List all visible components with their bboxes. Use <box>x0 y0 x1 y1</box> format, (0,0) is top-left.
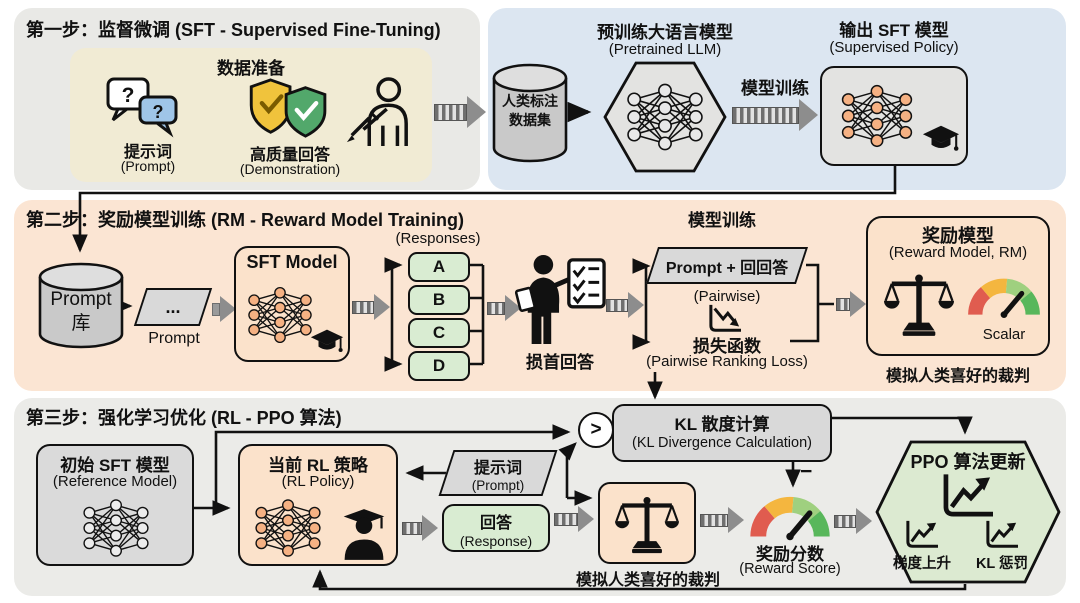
arrow-labeler-to-training <box>606 292 644 318</box>
kl-penalty-chart-icon <box>982 518 1022 550</box>
step3-title: 第三步：强化学习优化 (RL - PPO 算法) <box>26 408 342 428</box>
responses-label: (Responses) <box>395 230 481 247</box>
judge-caption: 模拟人类喜好的裁判 <box>575 572 720 589</box>
dataset-label: 人类标注 数据集 <box>502 93 558 128</box>
arrow-score-to-ppo <box>834 508 872 534</box>
comparator-circle: > <box>578 412 614 448</box>
sft-out-sub: (Supervised Policy) <box>829 39 959 56</box>
demo-sub: (Demonstration) <box>239 161 341 177</box>
kl-penalty-label: KL 惩罚 <box>975 556 1029 572</box>
sft-output-nn-icon <box>836 80 918 152</box>
pair-parallelogram: Prompt + 回回答 <box>645 247 809 284</box>
gradient-label: 梯度上升 <box>893 556 951 572</box>
sft-model-nn-icon <box>243 280 317 350</box>
arrow-response-to-judge <box>554 506 594 532</box>
prompt-parallelogram-label: Prompt <box>148 330 200 347</box>
score-label: 奖励分数 <box>756 545 824 564</box>
prompt-sub: (Prompt) <box>120 158 176 174</box>
policy-nn-icon <box>250 496 326 560</box>
rl-prompt-sub: (Prompt) <box>471 477 525 493</box>
kl-title: KL 散度计算 <box>674 415 770 434</box>
rl-prompt-label: 提示词 <box>473 459 522 477</box>
rl-prompt-parallelogram: 提示词 (Prompt) <box>438 450 558 496</box>
rm-scale-icon <box>884 266 954 342</box>
reference-nn-icon <box>78 496 154 560</box>
rm-sub: (Reward Model, RM) <box>888 244 1028 261</box>
pretrained-nn-icon <box>621 78 709 156</box>
loss-chart-icon <box>704 302 746 334</box>
score-sub: (Reward Score) <box>739 561 841 577</box>
kl-sub: (KL Divergence Calculation) <box>632 435 812 451</box>
graduation-cap-icon <box>922 124 960 154</box>
panel-pretrain <box>488 8 1066 190</box>
train-label-1: 模型训练 <box>741 79 809 98</box>
ppo-title: PPO 算法更新 <box>910 452 1026 472</box>
sft-model-cap-icon <box>310 328 344 355</box>
step2-title: 第二步：奖励模型训练 (RM - Reward Model Training) <box>26 210 465 230</box>
arrow-sft-to-pretrain <box>434 96 486 128</box>
prompt-db-cylinder-icon <box>38 262 124 350</box>
kl-divergence-box: KL 散度计算 (KL Divergence Calculation) <box>612 404 832 462</box>
judge-scale-icon <box>615 490 679 558</box>
gradient-chart-icon <box>902 518 942 550</box>
ref-title: 初始 SFT 模型 <box>60 456 170 475</box>
ref-sub: (Reference Model) <box>52 473 178 490</box>
rm-gauge-icon <box>966 270 1042 322</box>
train-label-2: 模型训练 <box>688 211 756 230</box>
dataset-cylinder-icon <box>492 62 568 164</box>
human-labeler-icon <box>514 254 608 346</box>
response-sub: (Response) <box>459 533 533 549</box>
ppo-chart-icon <box>928 470 1008 520</box>
arrow-training-to-rm <box>836 291 866 317</box>
sft-model-title: SFT Model <box>246 252 338 272</box>
response-option-b: B <box>408 285 470 315</box>
rm-caption: 模拟人类喜好的裁判 <box>885 368 1030 385</box>
llm-sub: (Pretrained LLM) <box>608 41 722 58</box>
policy-student-icon <box>340 508 388 560</box>
quality-shields-icon <box>244 78 336 140</box>
prompt-parallelogram: ... <box>133 288 213 326</box>
annotator-writing-icon <box>344 76 412 148</box>
prompt-db-label: Prompt 库 <box>50 289 112 334</box>
response-option-c: C <box>408 318 470 348</box>
loss-label: 损失函数 <box>693 337 761 356</box>
pairwise-label: (Pairwise) <box>693 288 761 305</box>
response-box: 回答 (Response) <box>442 504 550 552</box>
arrow-policy-to-response <box>402 515 438 541</box>
step1-title: 第一步：监督微调 (SFT - Supervised Fine-Tuning) <box>26 20 441 40</box>
policy-sub: (RL Policy) <box>281 473 355 490</box>
response-option-a: A <box>408 252 470 282</box>
demo-label: 高质量回答 <box>249 147 330 164</box>
minus-label: − <box>800 460 813 483</box>
arrow-sftmodel-to-responses <box>352 294 390 320</box>
arrow-responses-to-labeler <box>487 295 521 321</box>
data-prep-title: 数据准备 <box>217 59 285 78</box>
scalar-label: Scalar <box>982 326 1026 343</box>
prompt-label: 提示词 <box>123 144 172 161</box>
chat-bubbles-icon <box>103 76 185 138</box>
rm-title: 奖励模型 <box>922 226 994 246</box>
response-label: 回答 <box>479 515 512 532</box>
score-gauge-icon <box>748 488 832 544</box>
llm-title: 预训练大语言模型 <box>597 23 733 42</box>
rank-label: 损首回答 <box>526 353 594 372</box>
sft-out-title: 输出 SFT 模型 <box>839 21 949 40</box>
loss-sub: (Pairwise Ranking Loss) <box>646 353 808 370</box>
response-option-d: D <box>408 351 470 381</box>
pretrained-llm-hexagon <box>602 60 728 174</box>
arrow-judge-to-score <box>700 506 744 534</box>
policy-title: 当前 RL 策略 <box>268 456 368 475</box>
arrow-prompt-to-sftmodel <box>212 296 236 322</box>
arrow-llm-to-sft <box>732 99 818 131</box>
